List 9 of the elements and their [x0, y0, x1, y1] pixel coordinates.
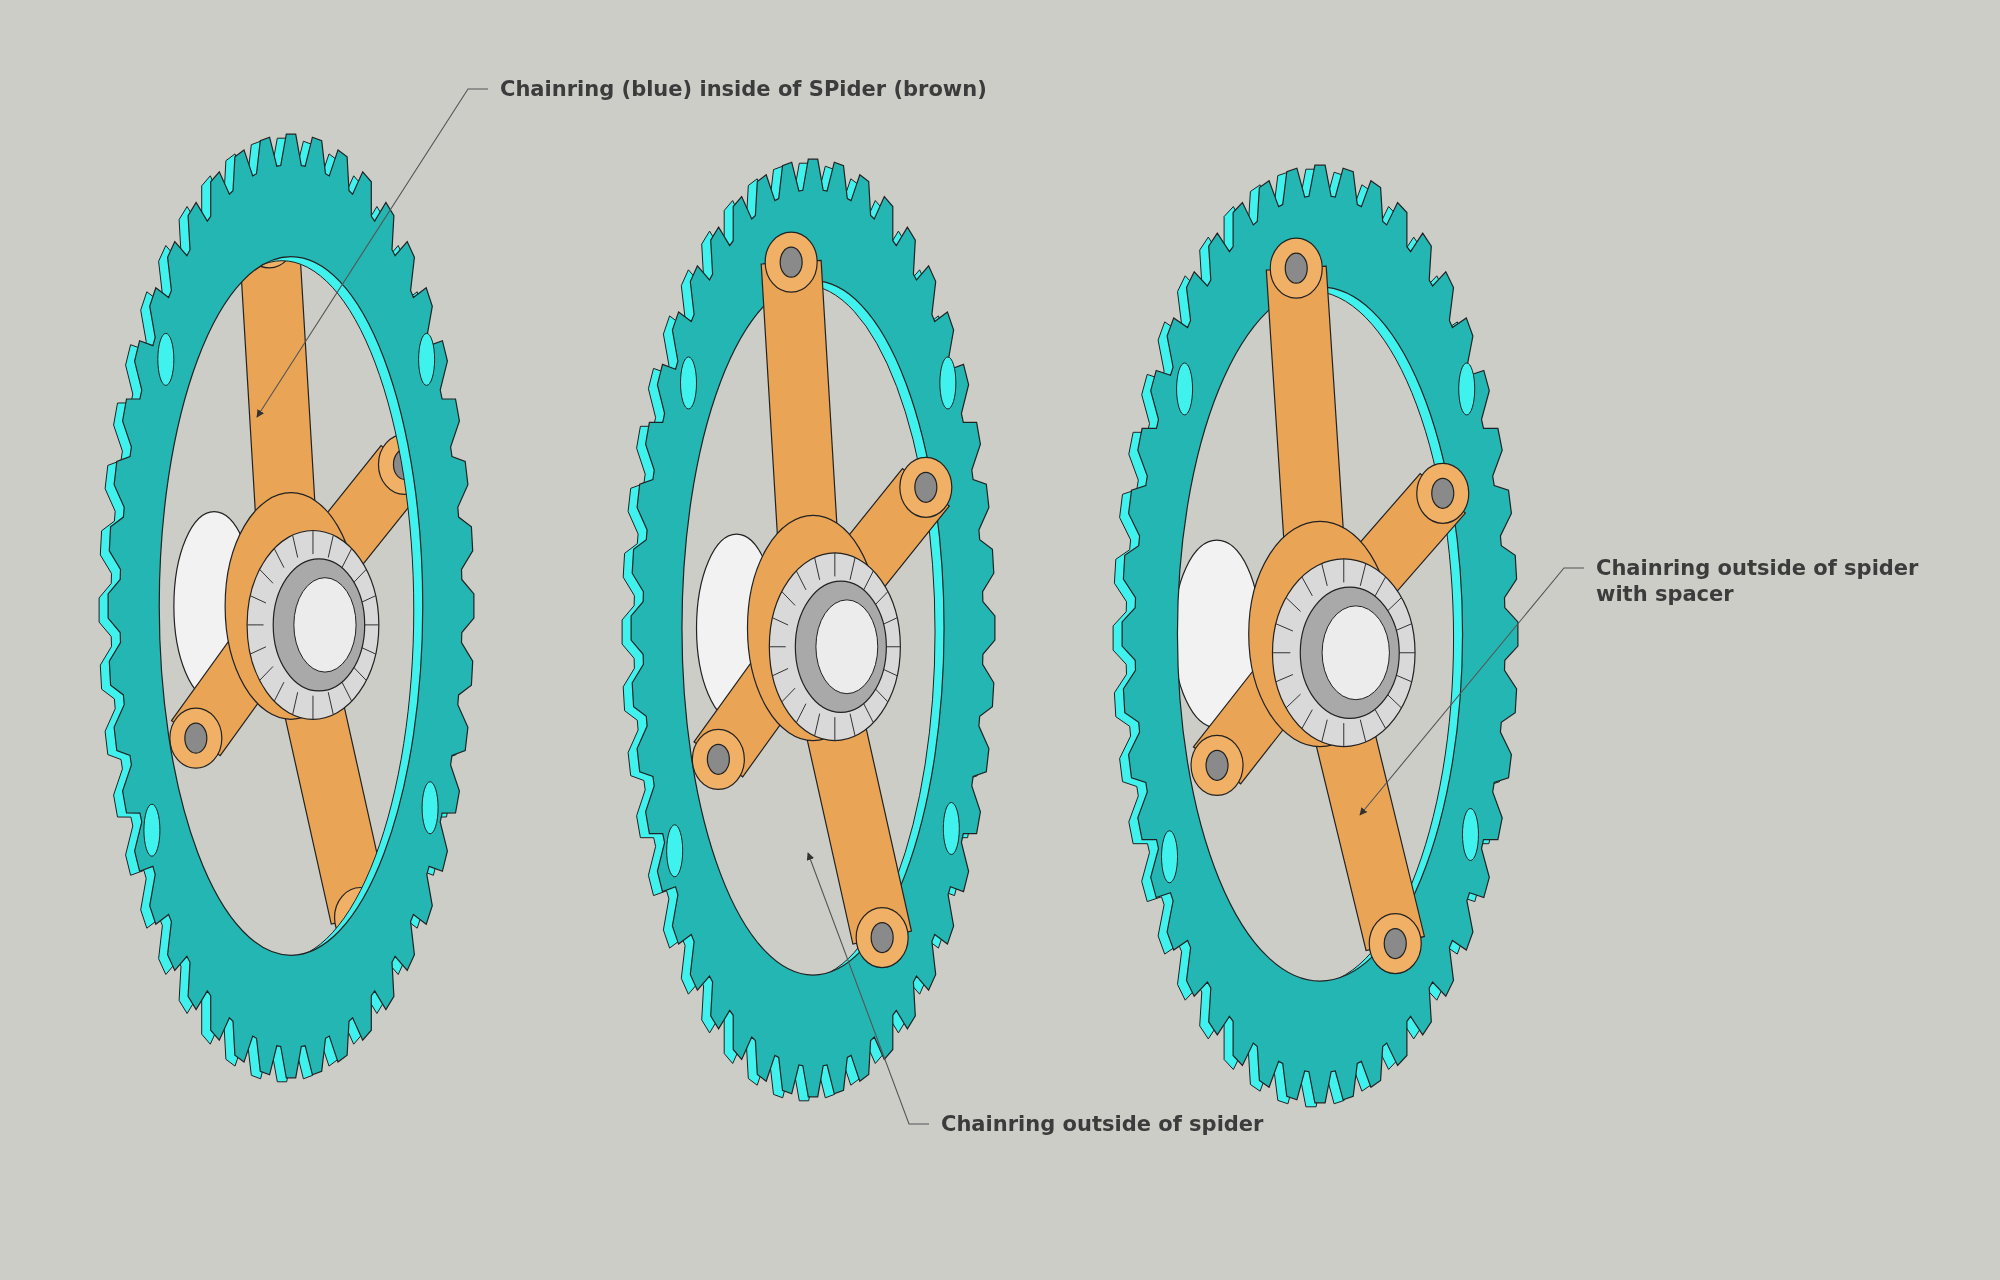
leader-line	[806, 852, 930, 1125]
chainring-drawing	[621, 158, 996, 1102]
leader-line	[1359, 567, 1585, 816]
callout-label: Chainring (blue) inside of SPider (brown)	[500, 76, 987, 102]
callout-label: Chainring outside of spider with spacer	[1596, 555, 1920, 607]
leader-line	[256, 88, 489, 418]
callout-label: Chainring outside of spider	[941, 1111, 1264, 1137]
chainring-drawing	[1112, 164, 1519, 1108]
chainring-drawing	[98, 133, 475, 1083]
